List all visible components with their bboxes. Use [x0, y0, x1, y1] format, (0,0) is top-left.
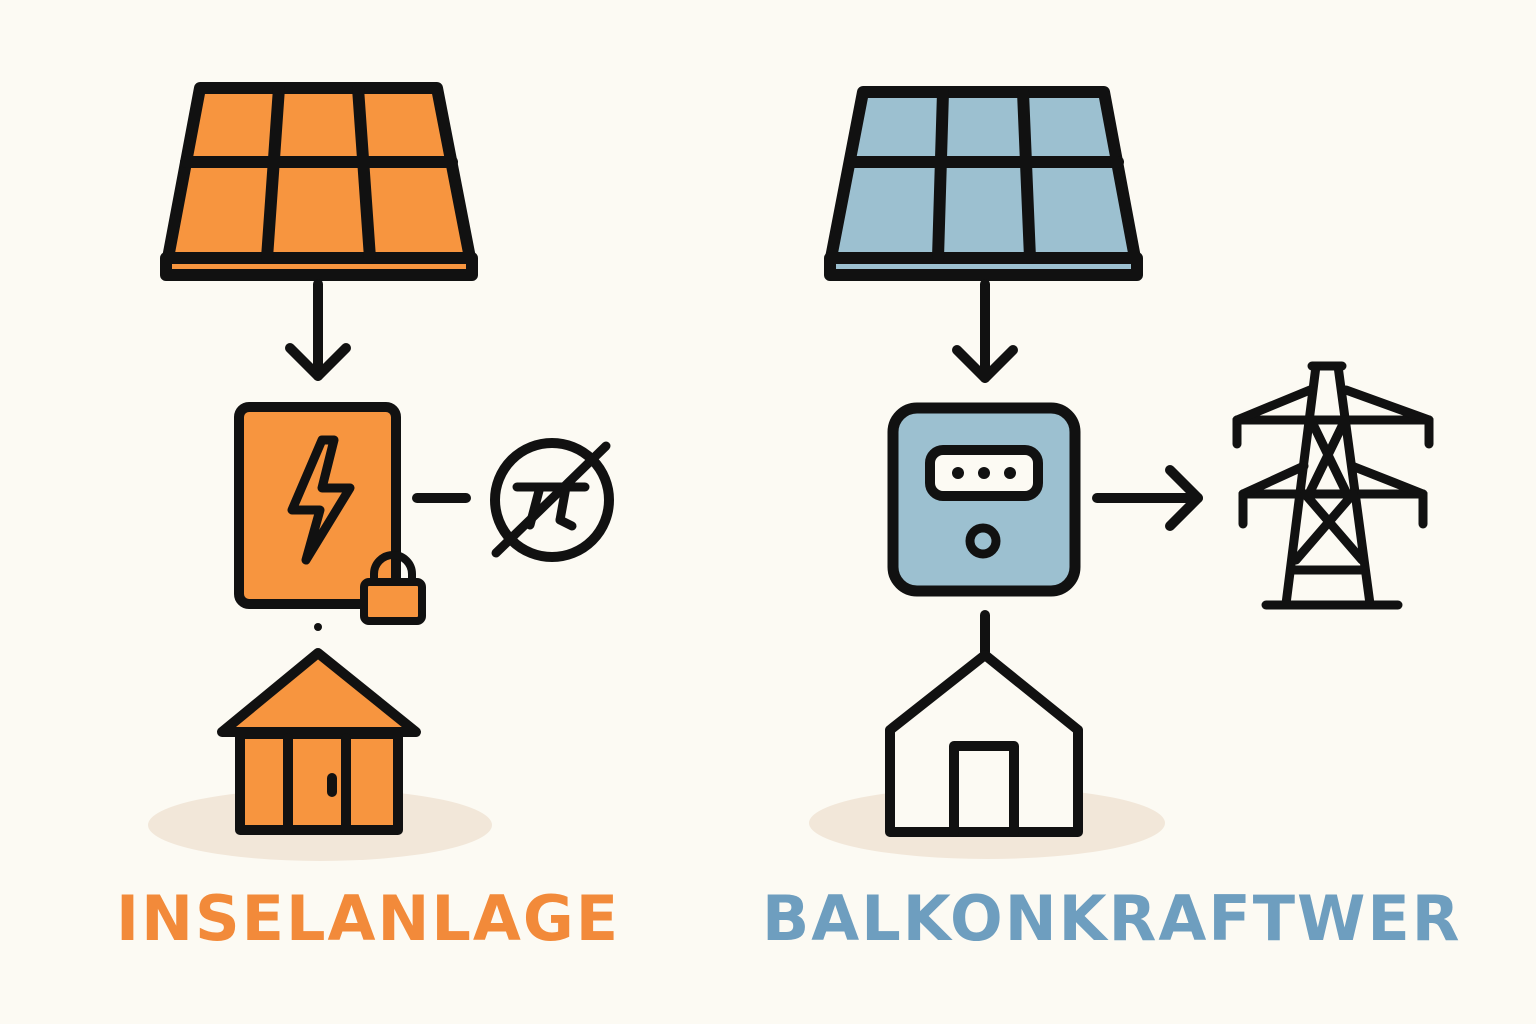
padlock-icon [360, 551, 426, 625]
left-section [148, 82, 614, 861]
connector-dot [314, 623, 322, 631]
house-icon [217, 648, 421, 835]
arrow-down-icon [952, 279, 1018, 383]
inselanlage-label: INSELANLAGE [116, 882, 621, 955]
electric-meter-icon [887, 402, 1081, 597]
solar-panel-icon [824, 86, 1143, 281]
inverter-bolt-icon [234, 402, 401, 609]
house-outline-icon [885, 650, 1083, 837]
balkonkraftwerk-label: BALKONKRAFTWER [762, 882, 1462, 955]
arrow-down-icon [285, 279, 351, 381]
arrow-right-icon [1092, 465, 1203, 531]
solar-panel-icon [160, 82, 478, 281]
power-pylon-icon [1232, 361, 1434, 610]
no-grid-icon [490, 438, 614, 562]
right-section [809, 86, 1434, 859]
